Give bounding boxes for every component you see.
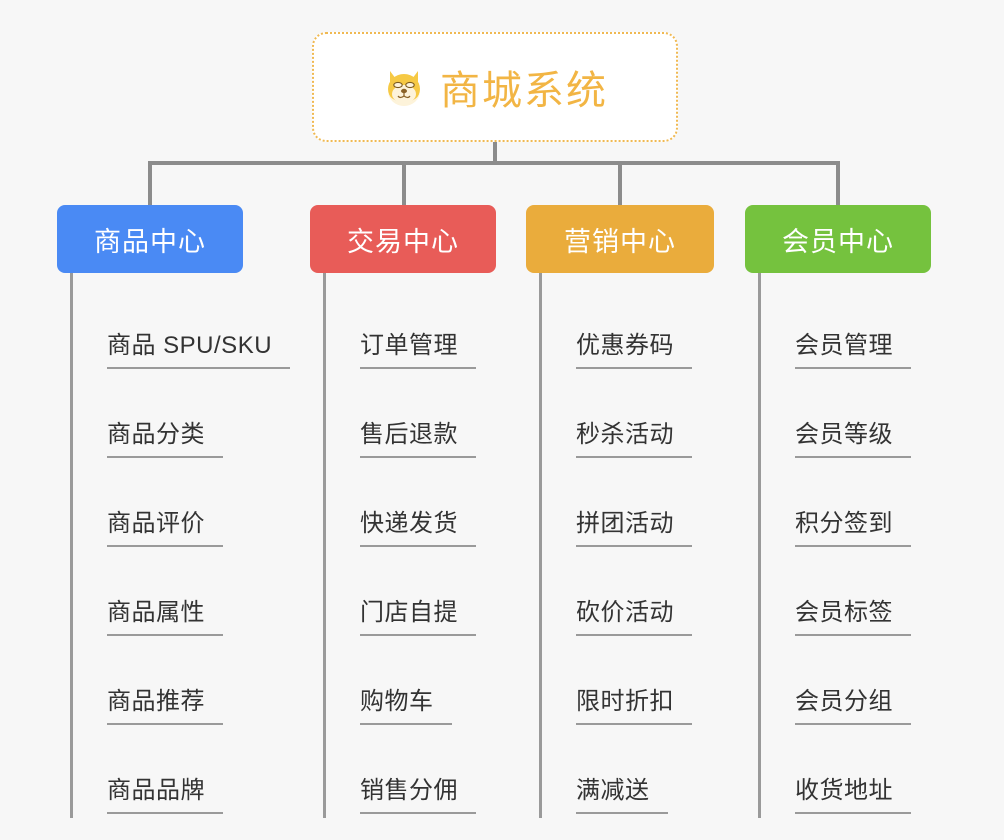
connector-drop-4 [836,161,840,205]
list-item-label: 秒杀活动 [576,414,692,458]
branch-items-4: 会员管理 会员等级 积分签到 会员标签 会员分组 收货地址 [758,273,945,818]
dog-face-icon [382,65,426,109]
list-item-label: 砍价活动 [576,592,692,636]
branch-header-1[interactable]: 商品中心 [57,205,243,273]
list-item-label: 快递发货 [360,503,476,547]
branch-column-4: 会员中心 会员管理 会员等级 积分签到 会员标签 会员分组 收货地址 [745,205,945,818]
branch-header-3[interactable]: 营销中心 [526,205,714,273]
branch-header-2[interactable]: 交易中心 [310,205,496,273]
connector-drop-1 [148,161,152,205]
root-title: 商城系统 [440,69,608,113]
list-item-label: 收货地址 [795,770,911,814]
list-item[interactable]: 商品 SPU/SKU [73,273,291,373]
root-node[interactable]: 商城系统 [312,32,678,142]
connector-drop-2 [402,161,406,205]
list-item[interactable]: 销售分佣 [326,729,530,818]
list-item[interactable]: 拼团活动 [542,462,726,551]
list-item-label: 会员等级 [795,414,911,458]
list-item-label: 商品推荐 [107,681,223,725]
list-item[interactable]: 门店自提 [326,551,530,640]
branch-header-4[interactable]: 会员中心 [745,205,931,273]
list-item-label: 购物车 [360,681,452,725]
list-item[interactable]: 收货地址 [761,729,945,818]
branch-column-3: 营销中心 优惠券码 秒杀活动 拼团活动 砍价活动 限时折扣 满减送 [526,205,726,818]
branch-items-1: 商品 SPU/SKU 商品分类 商品评价 商品属性 商品推荐 商品品牌 [70,273,291,818]
list-item[interactable]: 订单管理 [326,273,530,373]
list-item-label: 拼团活动 [576,503,692,547]
list-item-label: 优惠券码 [576,325,692,369]
list-item[interactable]: 限时折扣 [542,640,726,729]
list-item[interactable]: 商品分类 [73,373,287,462]
branch-header-label: 商品中心 [94,226,206,257]
branch-header-label: 营销中心 [564,226,676,257]
list-item[interactable]: 满减送 [542,729,726,818]
list-item[interactable]: 商品属性 [73,551,287,640]
list-item-label: 订单管理 [360,325,476,369]
connector-drop-3 [618,161,622,205]
list-item-label: 商品 SPU/SKU [107,325,291,369]
list-item-label: 商品属性 [107,592,223,636]
list-item[interactable]: 会员标签 [761,551,945,640]
branch-column-1: 商品中心 商品 SPU/SKU 商品分类 商品评价 商品属性 商品推荐 商品品牌 [57,205,291,818]
list-item[interactable]: 积分签到 [761,462,945,551]
list-item-label: 商品品牌 [107,770,223,814]
branch-header-label: 会员中心 [782,226,894,257]
list-item-label: 售后退款 [360,414,476,458]
list-item-label: 满减送 [576,770,668,814]
list-item[interactable]: 砍价活动 [542,551,726,640]
list-item[interactable]: 购物车 [326,640,530,729]
list-item[interactable]: 秒杀活动 [542,373,726,462]
list-item[interactable]: 商品推荐 [73,640,287,729]
list-item-label: 门店自提 [360,592,476,636]
list-item[interactable]: 快递发货 [326,462,530,551]
list-item-label: 会员管理 [795,325,911,369]
branch-items-3: 优惠券码 秒杀活动 拼团活动 砍价活动 限时折扣 满减送 [539,273,726,818]
list-item-label: 商品分类 [107,414,223,458]
list-item-label: 商品评价 [107,503,223,547]
list-item[interactable]: 商品品牌 [73,729,287,818]
list-item[interactable]: 会员等级 [761,373,945,462]
branch-column-2: 交易中心 订单管理 售后退款 快递发货 门店自提 购物车 销售分佣 [310,205,530,818]
list-item-label: 会员分组 [795,681,911,725]
list-item[interactable]: 会员管理 [761,273,945,373]
list-item-label: 限时折扣 [576,681,692,725]
connector-root-stem [493,142,497,164]
list-item-label: 会员标签 [795,592,911,636]
branch-header-label: 交易中心 [347,226,459,257]
connector-horizontal-bus [148,161,840,165]
list-item[interactable]: 商品评价 [73,462,287,551]
list-item[interactable]: 优惠券码 [542,273,726,373]
list-item[interactable]: 售后退款 [326,373,530,462]
branch-items-2: 订单管理 售后退款 快递发货 门店自提 购物车 销售分佣 [323,273,530,818]
list-item-label: 积分签到 [795,503,911,547]
list-item[interactable]: 会员分组 [761,640,945,729]
list-item-label: 销售分佣 [360,770,476,814]
